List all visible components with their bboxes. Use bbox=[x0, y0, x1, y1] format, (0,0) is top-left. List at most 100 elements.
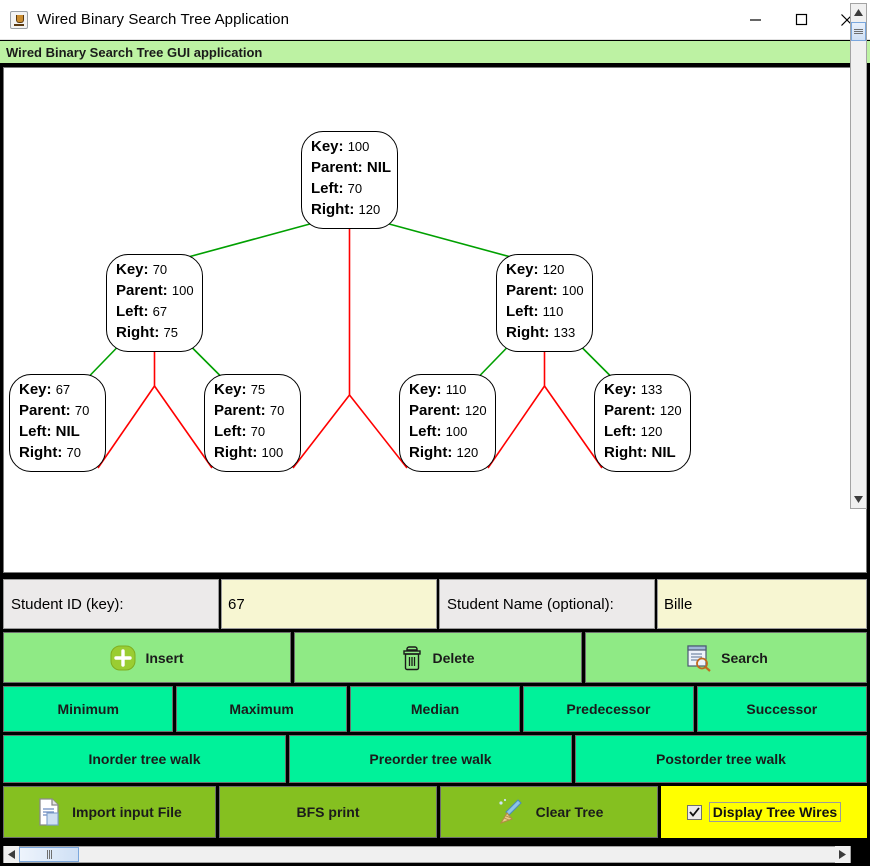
bfs-print-label: BFS print bbox=[297, 804, 360, 820]
vertical-scroll-track[interactable] bbox=[851, 41, 866, 491]
horizontal-scroll-track[interactable] bbox=[79, 847, 835, 862]
bfs-print-button[interactable]: BFS print bbox=[219, 786, 437, 838]
tree-node-left: Left: 67 bbox=[116, 301, 195, 322]
clear-tree-label: Clear Tree bbox=[536, 804, 604, 820]
vertical-scrollbar[interactable] bbox=[850, 3, 867, 509]
tree-edge bbox=[185, 223, 314, 258]
insert-button-label: Insert bbox=[145, 650, 183, 666]
display-tree-wires-label: Display Tree Wires bbox=[709, 802, 841, 822]
action-button-row: Insert Delete bbox=[3, 632, 867, 683]
app-banner: Wired Binary Search Tree GUI application bbox=[0, 40, 870, 64]
minimize-button[interactable] bbox=[732, 0, 778, 39]
tree-node-parent: Parent: 70 bbox=[19, 400, 98, 421]
tree-node-right: Right: 75 bbox=[116, 322, 195, 343]
tree-node-parent: Parent: 70 bbox=[214, 400, 293, 421]
postorder-walk-button[interactable]: Postorder tree walk bbox=[575, 735, 867, 783]
delete-button[interactable]: Delete bbox=[294, 632, 582, 683]
tree-node-key: Key: 110 bbox=[409, 379, 488, 400]
tree-edge bbox=[478, 346, 509, 378]
tree-node[interactable]: Key: 110Parent: 120Left: 100Right: 120 bbox=[399, 374, 496, 472]
inorder-walk-label: Inorder tree walk bbox=[88, 751, 200, 767]
maximum-button[interactable]: Maximum bbox=[176, 686, 346, 732]
tree-node-key: Key: 100 bbox=[311, 136, 390, 157]
tree-node[interactable]: Key: 100Parent: NILLeft: 70Right: 120 bbox=[301, 131, 398, 229]
window-title: Wired Binary Search Tree Application bbox=[37, 11, 289, 28]
tree-edge bbox=[191, 346, 223, 378]
import-file-label: Import input File bbox=[72, 804, 182, 820]
search-button[interactable]: Search bbox=[585, 632, 867, 683]
tree-node-key: Key: 120 bbox=[506, 259, 585, 280]
insert-button[interactable]: Insert bbox=[3, 632, 291, 683]
tree-node-left: Left: 70 bbox=[214, 421, 293, 442]
tree-node[interactable]: Key: 67Parent: 70Left: NILRight: 70 bbox=[9, 374, 106, 472]
maximum-button-label: Maximum bbox=[229, 701, 294, 717]
display-tree-wires-checkbox[interactable] bbox=[687, 805, 702, 820]
import-file-button[interactable]: Import input File bbox=[3, 786, 216, 838]
tree-node-left: Left: 110 bbox=[506, 301, 585, 322]
tree-wire bbox=[488, 386, 545, 468]
title-bar: Wired Binary Search Tree Application bbox=[0, 0, 870, 40]
tree-node-parent: Parent: 120 bbox=[604, 400, 683, 421]
tree-node[interactable]: Key: 75Parent: 70Left: 70Right: 100 bbox=[204, 374, 301, 472]
search-button-label: Search bbox=[721, 650, 768, 666]
tree-node-right: Right: 70 bbox=[19, 442, 98, 463]
horizontal-scrollbar[interactable] bbox=[3, 846, 851, 863]
input-form-row: Student ID (key): 67 Student Name (optio… bbox=[3, 579, 867, 629]
successor-button[interactable]: Successor bbox=[697, 686, 867, 732]
tree-node-right: Right: 133 bbox=[506, 322, 585, 343]
tree-edge bbox=[581, 346, 613, 378]
scroll-down-arrow-icon[interactable] bbox=[851, 491, 866, 508]
tree-canvas[interactable]: Key: 100Parent: NILLeft: 70Right: 120Key… bbox=[3, 67, 867, 573]
tree-node-parent: Parent: NIL bbox=[311, 157, 390, 178]
horizontal-scroll-thumb[interactable] bbox=[19, 847, 79, 862]
tree-node[interactable]: Key: 70Parent: 100Left: 67Right: 75 bbox=[106, 254, 203, 352]
vertical-scroll-thumb[interactable] bbox=[851, 22, 866, 41]
student-id-input[interactable]: 67 bbox=[221, 579, 437, 629]
predecessor-button-label: Predecessor bbox=[566, 701, 650, 717]
tree-node-left: Left: 120 bbox=[604, 421, 683, 442]
minimum-button[interactable]: Minimum bbox=[3, 686, 173, 732]
tree-node-left: Left: 70 bbox=[311, 178, 390, 199]
document-icon bbox=[37, 797, 63, 827]
tree-node-right: Right: 100 bbox=[214, 442, 293, 463]
tree-node-parent: Parent: 100 bbox=[506, 280, 585, 301]
tree-wire bbox=[98, 386, 155, 468]
tree-node-right: Right: NIL bbox=[604, 442, 683, 463]
tree-node-right: Right: 120 bbox=[311, 199, 390, 220]
preorder-walk-button[interactable]: Preorder tree walk bbox=[289, 735, 572, 783]
tree-node-key: Key: 75 bbox=[214, 379, 293, 400]
tree-node[interactable]: Key: 120Parent: 100Left: 110Right: 133 bbox=[496, 254, 593, 352]
plus-circle-icon bbox=[110, 645, 136, 671]
tree-node-key: Key: 133 bbox=[604, 379, 683, 400]
display-tree-wires-cell[interactable]: Display Tree Wires bbox=[661, 786, 867, 838]
tree-node-left: Left: 100 bbox=[409, 421, 488, 442]
preorder-walk-label: Preorder tree walk bbox=[369, 751, 491, 767]
maximize-button[interactable] bbox=[778, 0, 824, 39]
scroll-up-arrow-icon[interactable] bbox=[851, 4, 866, 21]
median-button[interactable]: Median bbox=[350, 686, 520, 732]
tree-node[interactable]: Key: 133Parent: 120Left: 120Right: NIL bbox=[594, 374, 691, 472]
tree-walk-button-row: Inorder tree walk Preorder tree walk Pos… bbox=[3, 735, 867, 783]
broom-icon bbox=[495, 797, 527, 827]
delete-button-label: Delete bbox=[432, 650, 474, 666]
tree-node-left: Left: NIL bbox=[19, 421, 98, 442]
tools-button-row: Import input File BFS print Clear Tree bbox=[3, 786, 867, 838]
tree-edge bbox=[386, 223, 515, 258]
scroll-right-arrow-icon[interactable] bbox=[835, 846, 850, 863]
successor-button-label: Successor bbox=[746, 701, 817, 717]
tree-node-right: Right: 120 bbox=[409, 442, 488, 463]
inorder-walk-button[interactable]: Inorder tree walk bbox=[3, 735, 286, 783]
clear-tree-button[interactable]: Clear Tree bbox=[440, 786, 658, 838]
scroll-left-arrow-icon[interactable] bbox=[4, 846, 19, 863]
document-search-icon bbox=[684, 644, 712, 672]
tree-node-key: Key: 70 bbox=[116, 259, 195, 280]
query-button-row: Minimum Maximum Median Predecessor Succe… bbox=[3, 686, 867, 732]
predecessor-button[interactable]: Predecessor bbox=[523, 686, 693, 732]
tree-wire bbox=[293, 395, 350, 468]
student-name-input[interactable]: Bille bbox=[657, 579, 867, 629]
minimum-button-label: Minimum bbox=[57, 701, 118, 717]
postorder-walk-label: Postorder tree walk bbox=[656, 751, 786, 767]
app-banner-text: Wired Binary Search Tree GUI application bbox=[6, 45, 262, 60]
median-button-label: Median bbox=[411, 701, 459, 717]
